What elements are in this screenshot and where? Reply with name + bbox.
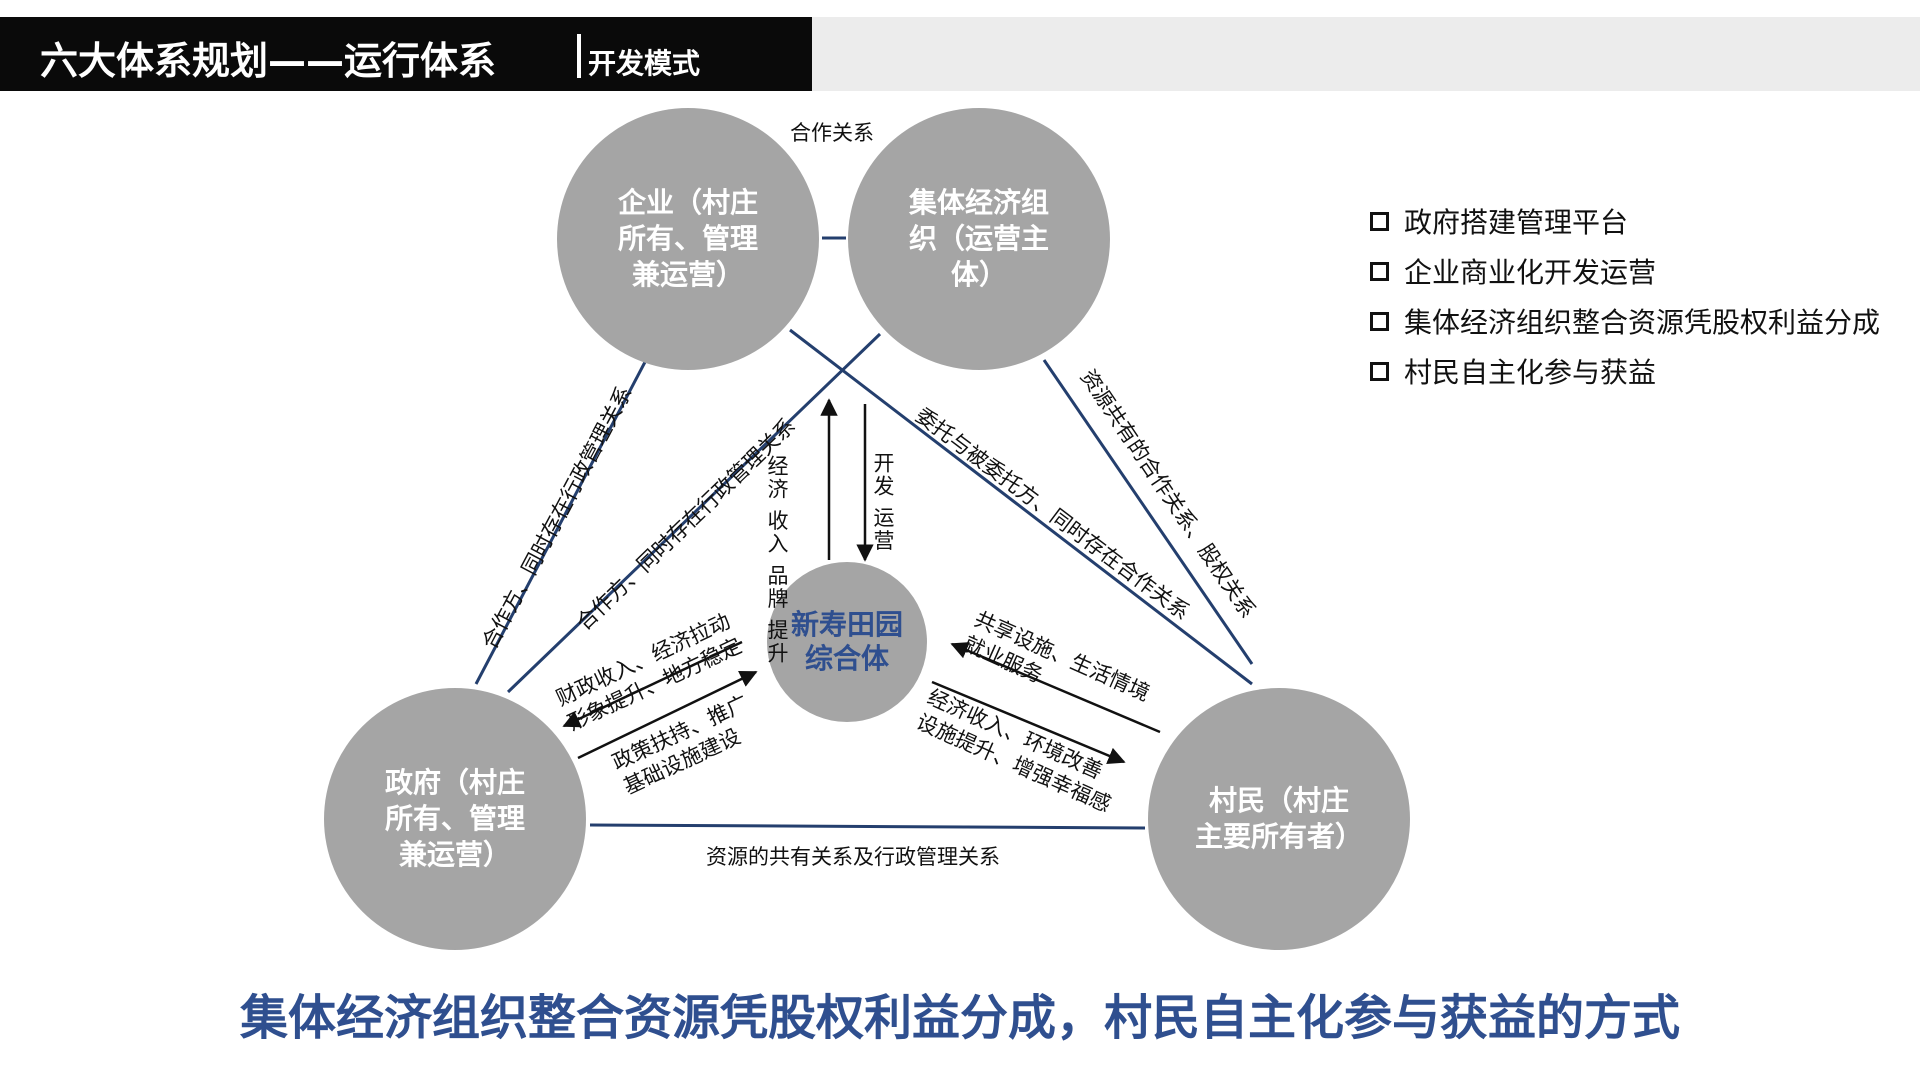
relation-top: 合作关系 xyxy=(790,121,874,145)
node-government-label: 政府（村庄 所有、管理 兼运营） xyxy=(384,766,525,871)
list-item-label: 政府搭建管理平台 xyxy=(1404,206,1629,239)
list-item-label: 企业商业化开发运营 xyxy=(1404,256,1657,289)
list-item: 企业商业化开发运营 xyxy=(1370,246,1880,296)
page-title: 六大体系规划——运行体系 xyxy=(40,39,497,83)
node-enterprise-label: 企业（村庄 所有、管理 兼运营） xyxy=(617,186,758,291)
arrow-to-government xyxy=(562,640,743,728)
arrow-to-center-right xyxy=(950,642,1161,734)
node-enterprise: 企业（村庄 所有、管理 兼运营） xyxy=(557,108,819,370)
line-collective-government xyxy=(506,332,882,694)
node-villagers: 村民（村庄 主要所有者） xyxy=(1148,688,1410,950)
relation-center-up: 经济 收入 品牌 提升 xyxy=(765,455,789,666)
list-item: 村民自主化参与获益 xyxy=(1370,346,1880,396)
summary-caption: 集体经济组织整合资源凭股权利益分成，村民自主化参与获益的方式 xyxy=(239,990,1680,1046)
title-divider xyxy=(577,34,581,78)
header-band xyxy=(812,17,1920,91)
line-collective-villagers xyxy=(1042,359,1254,665)
node-villagers-label: 村民（村庄 主要所有者） xyxy=(1194,784,1363,853)
line-government-villagers xyxy=(589,823,1146,830)
summary-list: 政府搭建管理平台 企业商业化开发运营 集体经济组织整合资源凭股权利益分成 村民自… xyxy=(1370,196,1880,396)
list-item: 集体经济组织整合资源凭股权利益分成 xyxy=(1370,296,1880,346)
page-subtitle: 开发模式 xyxy=(588,47,701,80)
line-enterprise-villagers xyxy=(789,328,1253,686)
node-center-label: 新寿田园 综合体 xyxy=(790,608,903,675)
arrow-to-center-left xyxy=(577,670,758,760)
relation-center-down: 开发 运营 xyxy=(871,452,895,553)
node-center: 新寿田园 综合体 xyxy=(767,562,927,722)
relation-bottom: 资源的共有关系及行政管理关系 xyxy=(706,845,1000,869)
list-item-label: 村民自主化参与获益 xyxy=(1404,356,1657,389)
list-item: 政府搭建管理平台 xyxy=(1370,196,1880,246)
arrow-to-villagers xyxy=(931,680,1126,765)
checkbox-square-icon xyxy=(1370,311,1389,331)
node-collective-label: 集体经济组 织（运营主 体） xyxy=(908,186,1049,291)
node-government: 政府（村庄 所有、管理 兼运营） xyxy=(324,688,586,950)
node-collective: 集体经济组 织（运营主 体） xyxy=(848,108,1110,370)
checkbox-square-icon xyxy=(1370,261,1389,281)
list-item-label: 集体经济组织整合资源凭股权利益分成 xyxy=(1404,306,1881,339)
header-bar xyxy=(0,17,812,91)
line-enterprise-government xyxy=(474,361,647,685)
checkbox-square-icon xyxy=(1370,211,1389,231)
checkbox-square-icon xyxy=(1370,361,1389,381)
